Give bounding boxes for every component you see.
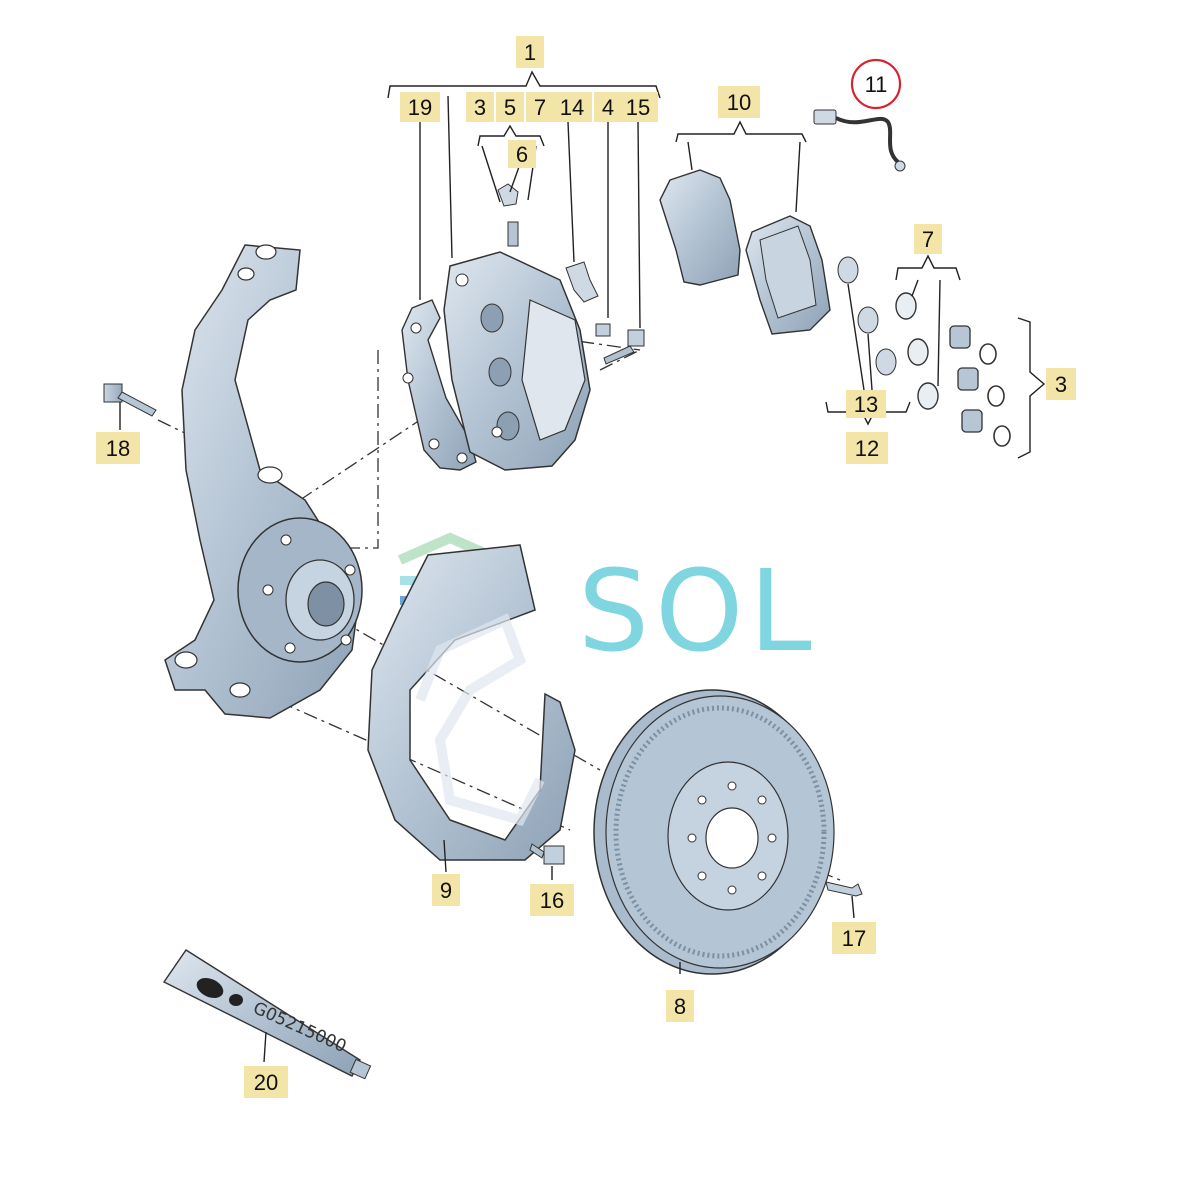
callout-number: 12 [855, 436, 879, 461]
callout-17: 17 [832, 922, 876, 954]
callout-7a: 7 [526, 92, 554, 122]
bolt-16 [529, 843, 565, 865]
callout-number: 9 [440, 878, 452, 903]
callout-box [666, 990, 694, 1022]
splash-shield-9 [367, 544, 576, 861]
callout-number: 15 [626, 95, 650, 120]
callout-number: 3 [1055, 372, 1067, 397]
callout-box [914, 224, 942, 254]
leader-lines [119, 70, 1046, 1063]
callout-box [718, 86, 760, 118]
callout-8: 8 [666, 990, 694, 1022]
callout-number: 1 [524, 40, 536, 65]
brake-disc-8 [593, 689, 835, 975]
callout-18: 18 [96, 432, 140, 464]
spring-clip-14 [565, 261, 599, 303]
callout-12: 12 [846, 432, 888, 464]
callout-box [432, 874, 460, 906]
callout-box [508, 140, 536, 168]
callout-number: 17 [842, 926, 866, 951]
callout-9: 9 [432, 874, 460, 906]
callout-box [846, 432, 888, 464]
pistons [949, 325, 983, 433]
callout-6: 6 [508, 140, 536, 168]
callout-10: 10 [718, 86, 760, 118]
callout-number: 16 [540, 888, 564, 913]
brake-pads [659, 169, 831, 335]
callout-number: 13 [854, 392, 878, 417]
callout-number: 6 [516, 142, 528, 167]
callout-14: 14 [552, 92, 592, 122]
callout-box [1046, 368, 1076, 400]
callout-13: 13 [846, 390, 886, 418]
callout-number: 19 [408, 95, 432, 120]
brake-caliper [443, 251, 591, 471]
steering-knuckle [164, 244, 363, 719]
callout-number: 4 [602, 95, 614, 120]
callout-box [846, 390, 886, 418]
callout-19: 19 [400, 92, 440, 122]
highlight-circle-11 [850, 58, 902, 110]
callout-box [400, 92, 440, 122]
seal-rings [895, 292, 939, 410]
callout-box [496, 92, 524, 122]
callout-number: 5 [504, 95, 516, 120]
callout-number: 8 [674, 994, 686, 1019]
callout-number: 7 [534, 95, 546, 120]
caliper-bracket [401, 299, 477, 471]
bolt-4 [595, 323, 611, 337]
callout-16: 16 [530, 884, 574, 916]
callout-box [96, 432, 140, 464]
wear-sensor-11 [813, 109, 906, 172]
anti-noise-shims [837, 256, 897, 376]
bolt-15 [603, 329, 645, 365]
o-rings [979, 343, 1011, 447]
grease-tube-20: G05215000 [162, 949, 372, 1080]
screw-17 [825, 881, 863, 897]
callouts: 1 19 3 5 7 14 4 15 6 10 11 7 3 13 12 18 … [96, 36, 1076, 1098]
callout-4: 4 [594, 92, 622, 122]
callout-box [832, 922, 876, 954]
bolt-18 [103, 383, 157, 417]
callout-3b: 3 [1046, 368, 1076, 400]
callout-number: 7 [922, 227, 934, 252]
callout-20: 20 [244, 1066, 288, 1098]
callout-7b: 7 [914, 224, 942, 254]
callout-11: 11 [850, 58, 902, 110]
callout-box [516, 36, 544, 68]
callout-box [466, 92, 494, 122]
callout-box [594, 92, 622, 122]
callout-number: 14 [560, 95, 584, 120]
callout-number: 10 [727, 90, 751, 115]
watermark-text: SOL [578, 547, 818, 677]
bleed-screw-6 [497, 183, 519, 247]
callout-number: 18 [106, 436, 130, 461]
callout-1: 1 [516, 36, 544, 68]
callout-box [552, 92, 592, 122]
callout-box [618, 92, 658, 122]
callout-box [244, 1066, 288, 1098]
callout-3a: 3 [466, 92, 494, 122]
callout-number: 20 [254, 1070, 278, 1095]
callout-number: 3 [474, 95, 486, 120]
callout-box [526, 92, 554, 122]
callout-box [530, 884, 574, 916]
callout-5: 5 [496, 92, 524, 122]
callout-15: 15 [618, 92, 658, 122]
callout-number: 11 [865, 72, 888, 97]
